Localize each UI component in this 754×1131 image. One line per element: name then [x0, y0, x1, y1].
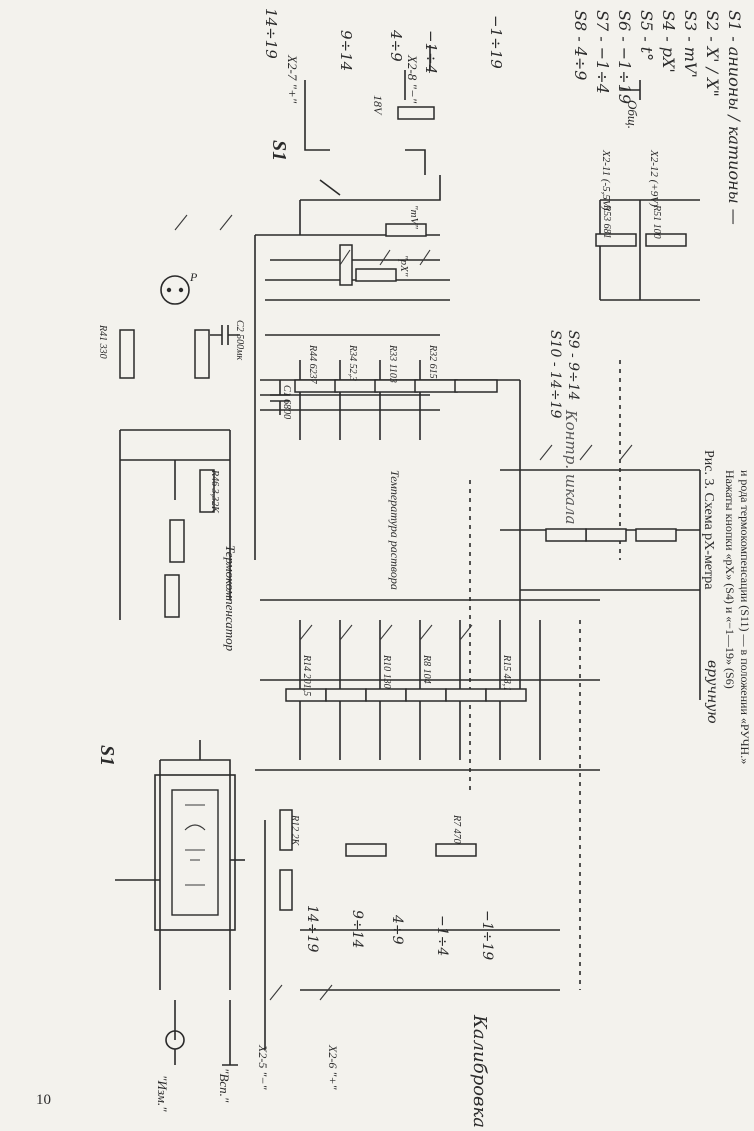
label-r8: R8 104	[421, 655, 432, 684]
r34-value: 6237	[307, 363, 318, 384]
r31-name: R32	[427, 345, 438, 362]
r53-value: 681	[601, 223, 612, 239]
label-r7: R7 470	[451, 815, 462, 844]
r53-name: R53	[601, 205, 612, 222]
label-r51: R51 100	[651, 205, 662, 239]
caption-line-2: и рода термокомпенсации (S11) — в положе…	[738, 470, 752, 765]
label-r53: R53 681	[601, 205, 612, 239]
c2-name: C2	[234, 320, 245, 332]
label-r34: R44 6237	[307, 345, 318, 384]
c2-value: 500мк	[234, 334, 245, 361]
label-r12: R12 2K	[289, 815, 300, 845]
r51-value: 100	[651, 223, 662, 239]
power-source-block	[154, 774, 236, 931]
c1-name: C1	[281, 385, 292, 397]
r12-name: R12	[289, 815, 300, 832]
r8-value: 104	[421, 668, 432, 684]
r51-name: R51	[651, 205, 662, 222]
label-c1: C1 6800	[281, 385, 292, 419]
r10-value: 130	[381, 673, 392, 689]
label-r15: R15 48,1	[501, 655, 512, 691]
r14-value: 201,5	[301, 673, 312, 697]
r8-name: R8	[421, 655, 432, 667]
resistor-symbols	[119, 106, 687, 911]
switch-contacts	[174, 214, 633, 1001]
r10-name: R10	[381, 655, 392, 672]
figure-caption: и рода термокомпенсации (S11) — в положе…	[722, 470, 752, 1030]
switch-s1-label-left: S1	[96, 745, 118, 767]
electrode-connector	[165, 1030, 238, 1066]
r12-value: 2K	[289, 833, 300, 846]
r41-value: 330	[97, 343, 108, 359]
r46-value: 3,32K	[209, 488, 220, 513]
c1-value: 6800	[281, 399, 292, 420]
capacitor-c2	[210, 325, 240, 345]
label-c2: C2 500мк	[234, 320, 245, 360]
r7-name: R7	[451, 815, 462, 827]
r14-name: R14	[301, 655, 312, 672]
r32-value: 1103	[387, 363, 398, 383]
label-r41: R41 330	[97, 325, 108, 359]
r34-name: R44	[307, 345, 318, 362]
figure-title: Рис. 3. Схема pX-метра	[701, 450, 716, 590]
r7-value: 470	[451, 828, 462, 844]
meter-p-label: P	[190, 270, 198, 284]
r46-name: R46	[209, 470, 220, 487]
caption-line-1: Нажаты кнопки «pX» (S4) и «−1—19» (S6)	[723, 470, 737, 689]
r15-name: R15	[501, 655, 512, 672]
label-r31: R32 615	[427, 345, 438, 379]
r32-name: R33	[387, 345, 398, 362]
label-r46: R46 3,32K	[209, 470, 220, 513]
r41-name: R41	[97, 325, 108, 342]
r31-value: 615	[427, 363, 438, 379]
label-r10: R10 130	[381, 655, 392, 689]
label-r33: R34 52,3	[347, 345, 358, 381]
label-r32: R33 1103	[387, 345, 398, 383]
capacitor-c1	[270, 380, 290, 415]
r33-value: 52,3	[347, 363, 358, 382]
label-r14: R14 201,5	[301, 655, 312, 696]
r33-name: R34	[347, 345, 358, 362]
r15-value: 48,1	[501, 673, 512, 692]
meter-p	[160, 275, 190, 305]
page-number: 10	[36, 1092, 51, 1108]
switch-s1-label: S1	[268, 140, 290, 162]
ground-icon	[620, 80, 641, 100]
